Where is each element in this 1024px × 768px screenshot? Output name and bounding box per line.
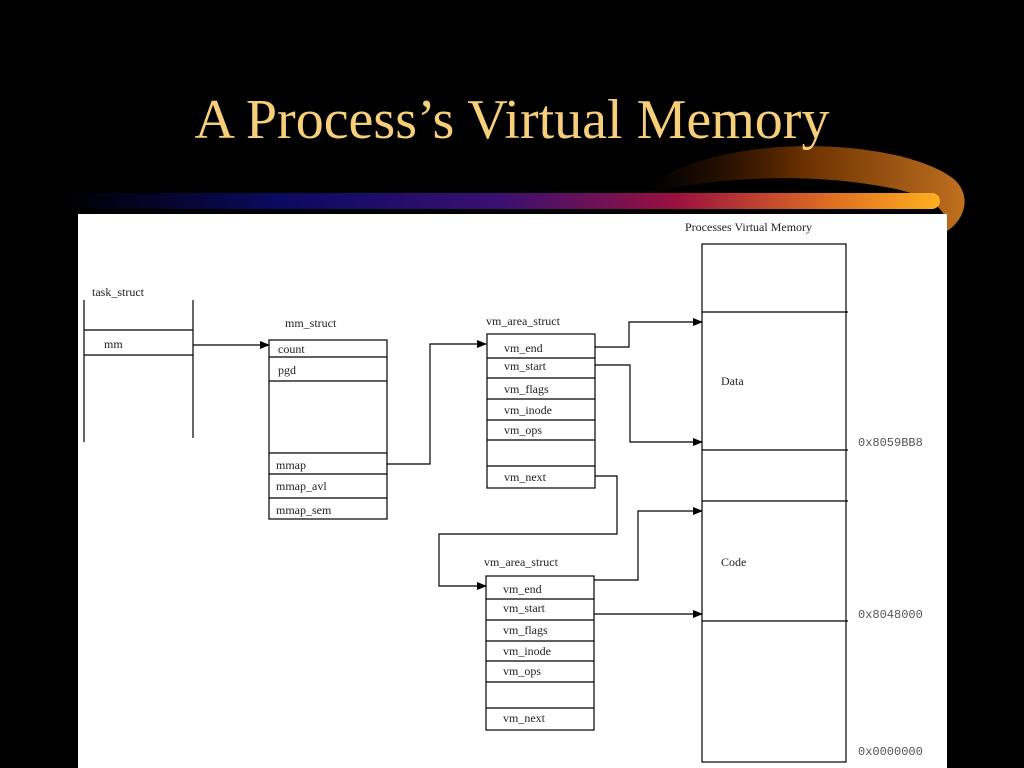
virtual-memory-diagram: task_struct mm mm_struct count pgd mmap … bbox=[83, 220, 923, 763]
vm-area-1-field-vm-start: vm_start bbox=[504, 359, 547, 373]
vm-area-struct-1-box: vm_area_struct vm_end vm_start vm_flags … bbox=[486, 314, 596, 489]
task-struct-box: task_struct mm bbox=[83, 285, 194, 442]
arrow-vm-next-to-vm-area-2 bbox=[438, 475, 618, 590]
task-struct-field-mm: mm bbox=[104, 337, 123, 351]
mm-struct-field-mmap: mmap bbox=[276, 458, 306, 472]
mm-struct-field-count: count bbox=[278, 342, 305, 356]
diagram-panel bbox=[78, 214, 947, 768]
vm-area-1-field-vm-flags: vm_flags bbox=[504, 382, 549, 396]
vm-area-struct-2-box: vm_area_struct vm_end vm_start vm_flags … bbox=[484, 555, 595, 731]
process-virtual-memory-column: Processes Virtual Memory Data Code bbox=[685, 220, 848, 763]
pointer-arrows bbox=[193, 318, 703, 618]
vm-area-2-field-vm-ops: vm_ops bbox=[503, 664, 541, 678]
address-label-code-start: 0x8048000 bbox=[858, 608, 923, 622]
vm-area-2-field-vm-start: vm_start bbox=[503, 601, 546, 615]
arrow-vm-start-to-data-bottom bbox=[595, 364, 703, 446]
mm-struct-field-pgd: pgd bbox=[278, 363, 296, 377]
vm-area-2-field-vm-end: vm_end bbox=[503, 582, 542, 596]
virtual-memory-title: Processes Virtual Memory bbox=[685, 220, 812, 234]
mm-struct-field-mmap-sem: mmap_sem bbox=[276, 503, 332, 517]
vm-area-2-field-vm-flags: vm_flags bbox=[503, 623, 548, 637]
address-label-zero: 0x0000000 bbox=[858, 745, 923, 759]
vm-area-1-field-vm-end: vm_end bbox=[504, 341, 543, 355]
arrow-vm-end-to-data-top bbox=[595, 318, 703, 348]
vm-area-1-title: vm_area_struct bbox=[486, 314, 561, 328]
mm-struct-box: mm_struct count pgd mmap mmap_avl mmap_s… bbox=[268, 316, 388, 520]
mm-struct-field-mmap-avl: mmap_avl bbox=[276, 479, 327, 493]
task-struct-title: task_struct bbox=[92, 285, 145, 299]
vm-area-2-field-vm-next: vm_next bbox=[503, 711, 546, 725]
mm-struct-title: mm_struct bbox=[285, 316, 337, 330]
memory-region-code: Code bbox=[721, 555, 746, 569]
vm-area-1-field-vm-ops: vm_ops bbox=[504, 423, 542, 437]
slide-title: A Process’s Virtual Memory bbox=[194, 89, 830, 151]
vm-area-2-title: vm_area_struct bbox=[484, 555, 559, 569]
arrow-vm-end-to-code-top bbox=[594, 507, 703, 581]
vm-area-1-field-vm-inode: vm_inode bbox=[504, 403, 552, 417]
memory-region-data: Data bbox=[721, 374, 744, 388]
vm-area-2-field-vm-inode: vm_inode bbox=[503, 644, 551, 658]
arrow-mmap-to-vm-area-1 bbox=[387, 340, 487, 465]
vm-area-1-field-vm-next: vm_next bbox=[504, 470, 547, 484]
address-label-data-end: 0x8059BB8 bbox=[858, 436, 923, 450]
